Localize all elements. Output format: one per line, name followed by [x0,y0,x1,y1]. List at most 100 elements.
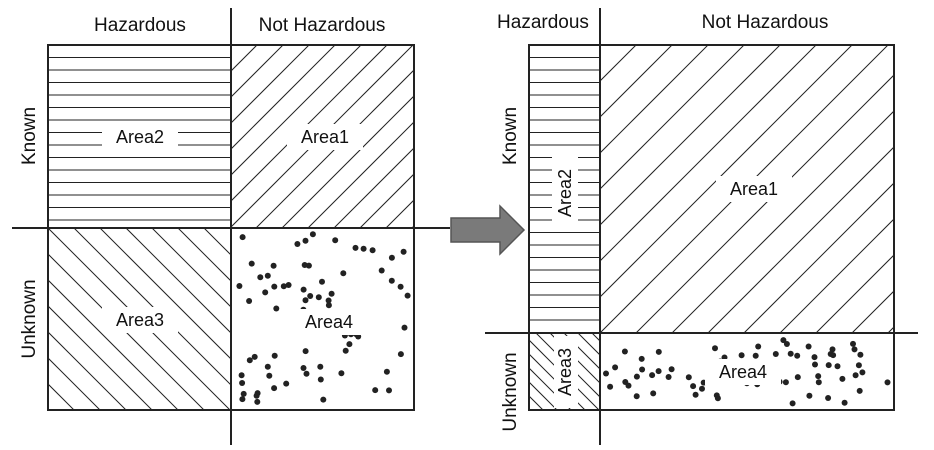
dot [783,341,790,347]
dot [633,393,640,400]
dot [699,385,705,392]
left-matrix: Hazardous Not Hazardous Known Unknown Ar… [12,8,699,445]
dot [825,395,832,401]
left-area3-label: Area3 [116,310,164,330]
dot [369,247,376,254]
dot [738,352,745,359]
hatch-line [48,331,127,410]
right-area2-label: Area2 [555,169,575,217]
dot [388,277,395,284]
dot [251,353,258,360]
dot [772,351,779,357]
dot [317,376,324,383]
dot [834,363,841,370]
right-area4-dots [603,337,891,407]
dot [302,297,309,304]
hatch-line [48,279,179,410]
dot [685,374,692,381]
hatch-line [125,228,231,334]
dot [400,248,407,255]
hatch-line [600,45,709,154]
dot [825,362,832,369]
hatch-line [516,45,699,228]
hatch-line [231,45,362,176]
dot [851,346,858,353]
right-matrix: Hazardous Not Hazardous Known Unknown Ar… [485,8,918,445]
dot [811,354,818,361]
dot [655,348,662,355]
right-area1-diagonal-hatch [600,45,894,333]
dot [302,237,309,244]
dot [633,373,640,380]
dot [841,399,848,406]
left-area1-label: Area1 [301,127,349,147]
right-row-known: Known [500,107,521,165]
hatch-line [600,45,745,190]
right-area1-label: Area1 [730,179,778,199]
hatch-line [577,333,600,356]
dot [236,283,243,289]
dot [320,396,327,403]
dot [303,370,310,377]
dot [805,343,812,350]
dot [238,372,245,379]
dot [850,340,856,347]
dot [270,262,277,269]
dot [307,293,314,299]
dot [856,387,863,394]
hatch-line [600,45,673,118]
dot [257,274,264,281]
right-header-not-hazardous: Not Hazardous [702,12,829,33]
dot [806,392,813,399]
dot [859,369,866,376]
dot [262,289,269,296]
dot [388,254,395,261]
dot [655,368,662,375]
dot [305,262,312,269]
left-area2-label: Area2 [116,127,164,147]
left-header-not-hazardous: Not Hazardous [259,15,386,36]
dot [712,345,718,352]
dot [338,370,345,377]
hatch-line [231,45,336,150]
right-header-hazardous: Hazardous [497,12,589,33]
dot [622,379,629,385]
hatch-line [281,95,414,228]
hatch-line [779,218,894,333]
dot [830,352,837,359]
dot [342,347,349,354]
left-area4-dots [236,231,411,405]
dot [383,368,390,375]
hatch-line [743,182,894,333]
hatch-line [600,45,817,262]
right-matrix-border [528,44,895,411]
dot [264,272,271,279]
left-area2-horizontal-hatch [48,57,231,221]
dot [325,302,332,309]
dot [815,379,822,386]
dot [360,245,367,252]
dot [378,267,385,274]
dot [692,391,699,398]
dot [283,380,290,387]
dot [639,366,646,373]
dot [372,387,379,394]
dot [607,383,614,390]
hatch-line [707,146,894,333]
dot [713,392,720,399]
hatch-line [600,45,781,226]
dot [603,370,609,377]
left-area4-label-bg [291,309,367,335]
dot [638,355,645,362]
dot [352,244,359,251]
dot [248,260,255,267]
dot [302,348,309,355]
dot [839,375,846,382]
left-header-hazardous: Hazardous [94,15,186,36]
hatch-line [671,110,894,333]
dot [271,283,278,290]
dot [386,387,392,394]
right-area4-label-bg [705,359,781,385]
dot [794,352,801,359]
